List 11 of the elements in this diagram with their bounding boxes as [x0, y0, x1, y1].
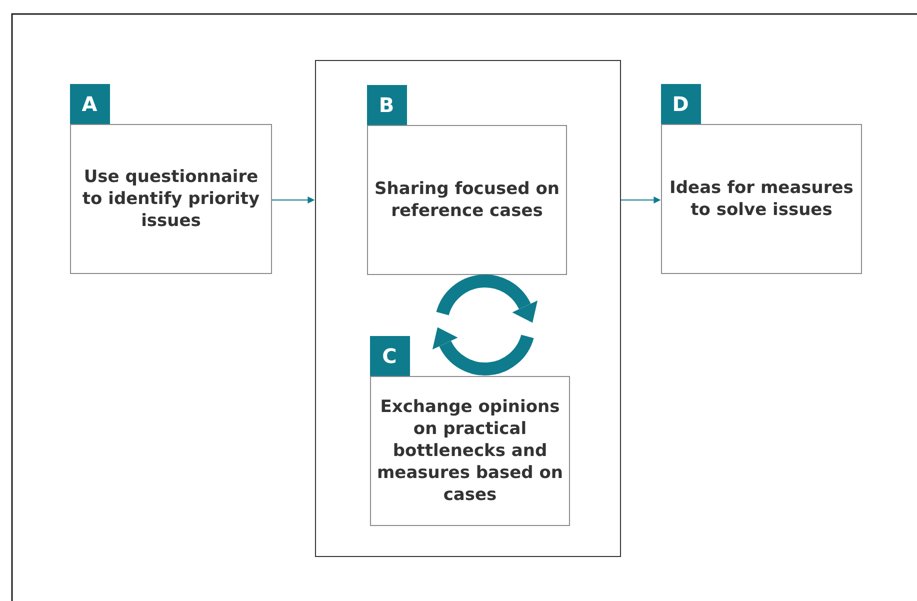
group-frame: [315, 60, 621, 557]
step-letter-tab: D: [660, 84, 700, 124]
step-text: Sharing focused on reference cases: [374, 178, 560, 223]
arrow: [272, 196, 315, 204]
step-letter-tab: C: [370, 336, 410, 376]
step-letter-tab: B: [366, 85, 406, 125]
step-letter-tab: A: [70, 84, 110, 124]
step-text: Ideas for measures to solve issues: [668, 177, 854, 222]
step-text: Use questionnaire to identify priority issues: [81, 166, 261, 233]
step-text: Exchange opinions on practical bottlenecks and measures based on cases: [376, 396, 564, 507]
arrow: [620, 196, 661, 204]
